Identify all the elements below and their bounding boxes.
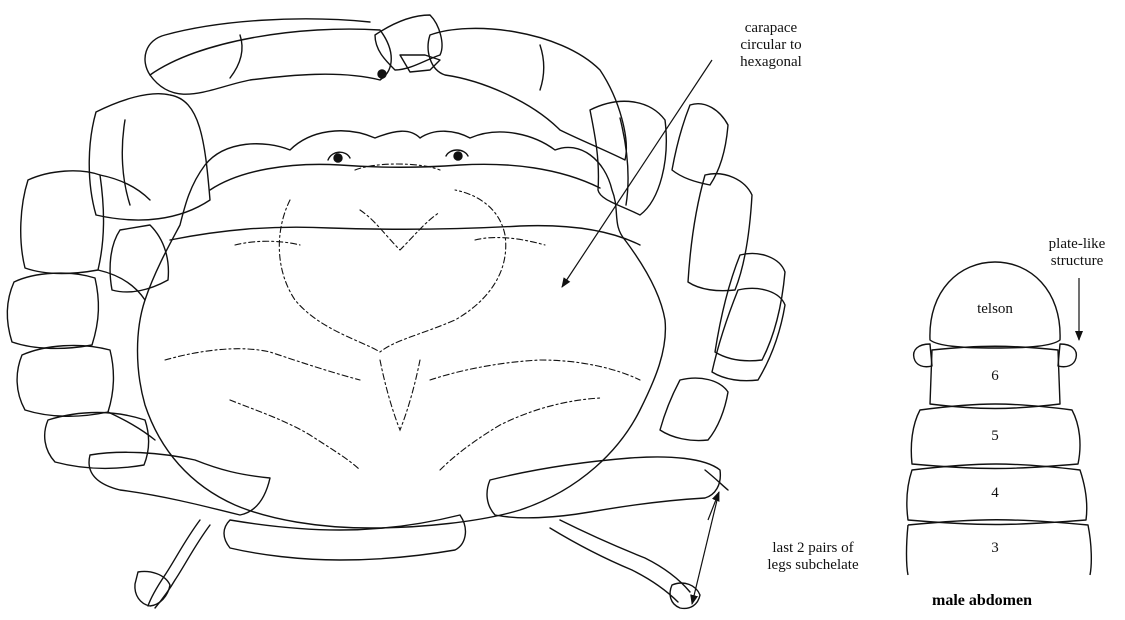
claw-pincers <box>375 15 442 78</box>
abdomen-caption: male abdomen <box>932 592 1032 610</box>
carapace-arrow <box>562 60 712 287</box>
left-cheliped <box>89 19 391 220</box>
plate-label-line-2: structure <box>1030 253 1124 270</box>
legs-label-line-1: last 2 pairs of <box>748 540 878 557</box>
segment-5-label: 5 <box>975 428 1015 445</box>
plate-like-structure-right <box>1058 344 1076 367</box>
carapace-label: carapace circular to hexagonal <box>716 20 826 71</box>
posterior-legs <box>89 452 728 608</box>
legs-label: last 2 pairs of legs subchelate <box>748 540 878 574</box>
telson-label: telson <box>965 301 1025 318</box>
segment-6-label: 6 <box>975 368 1015 385</box>
plate-label: plate-like structure <box>1030 236 1124 270</box>
right-walking-legs <box>660 104 785 441</box>
annotation-arrows <box>562 60 1079 604</box>
carapace-regions <box>165 164 640 470</box>
plate-like-structure-left <box>914 344 932 367</box>
crab-eyes <box>328 150 468 162</box>
carapace-label-line-1: carapace <box>716 20 826 37</box>
segment-4-label: 4 <box>975 485 1015 502</box>
segment-3-label: 3 <box>975 540 1015 557</box>
legs-arrow-down <box>692 492 719 604</box>
left-walking-legs <box>7 171 168 469</box>
carapace-label-line-2: circular to <box>716 37 826 54</box>
legs-label-line-2: legs subchelate <box>748 557 878 574</box>
right-cheliped <box>428 28 666 215</box>
plate-label-line-1: plate-like <box>1030 236 1124 253</box>
carapace-label-line-3: hexagonal <box>716 54 826 71</box>
